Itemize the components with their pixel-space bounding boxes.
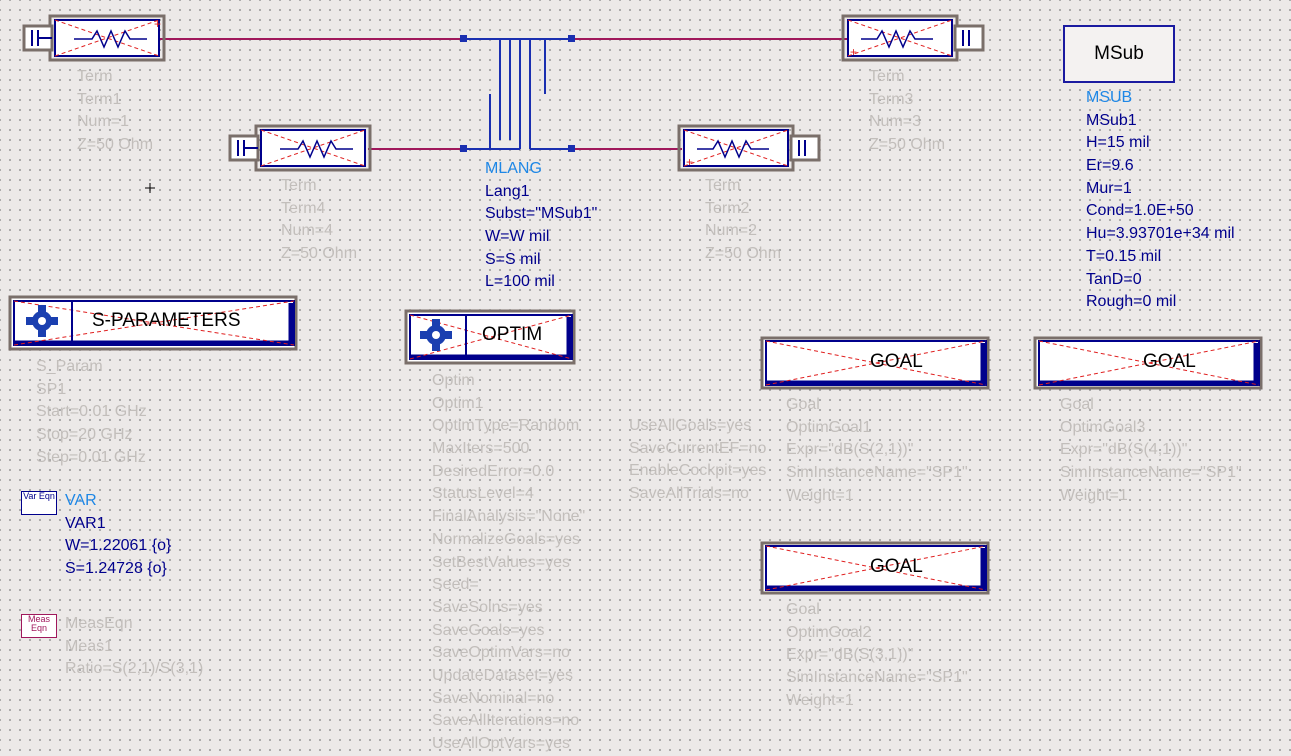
term4-symbol[interactable] xyxy=(228,124,373,174)
goal3-block[interactable]: GOAL xyxy=(1033,336,1265,392)
term3-symbol[interactable]: + xyxy=(841,14,986,64)
msub-params: MSUB MSub1 H=15 mil Er=9.6 Mur=1 Cond=1.… xyxy=(1086,89,1235,311)
gear-icon xyxy=(420,319,452,351)
goal2-label: GOAL xyxy=(870,556,923,577)
svg-text:+: + xyxy=(154,17,161,31)
cursor-crosshair xyxy=(145,183,155,193)
var-eqn-icon[interactable]: Var Eqn xyxy=(21,491,57,515)
svg-text:+: + xyxy=(850,45,857,59)
optim-block[interactable]: OPTIM xyxy=(404,309,578,367)
msub-symbol[interactable]: MSub xyxy=(1063,25,1175,83)
goal2-block[interactable]: GOAL xyxy=(760,541,992,597)
goal3-label: GOAL xyxy=(1143,351,1196,372)
term2-symbol[interactable]: + xyxy=(677,124,822,174)
mlang-symbol xyxy=(460,35,575,152)
meas-eqn-icon[interactable]: Meas Eqn xyxy=(21,614,57,638)
term1-symbol[interactable]: + xyxy=(22,14,167,64)
s-parameters-block[interactable]: S-PARAMETERS xyxy=(8,295,300,353)
gear-icon xyxy=(26,305,58,337)
mlang-params: MLANG Lang1 Subst="MSub1" W=W mil S=S mi… xyxy=(485,160,598,291)
goal1-block[interactable]: GOAL xyxy=(760,336,992,392)
var-params: VAR VAR1 W=1.22061 {o} S=1.24728 {o} xyxy=(65,492,172,578)
optim-label: OPTIM xyxy=(482,324,542,345)
s-parameters-label: S-PARAMETERS xyxy=(92,310,241,331)
svg-text:+: + xyxy=(686,155,693,169)
goal1-label: GOAL xyxy=(870,351,923,372)
